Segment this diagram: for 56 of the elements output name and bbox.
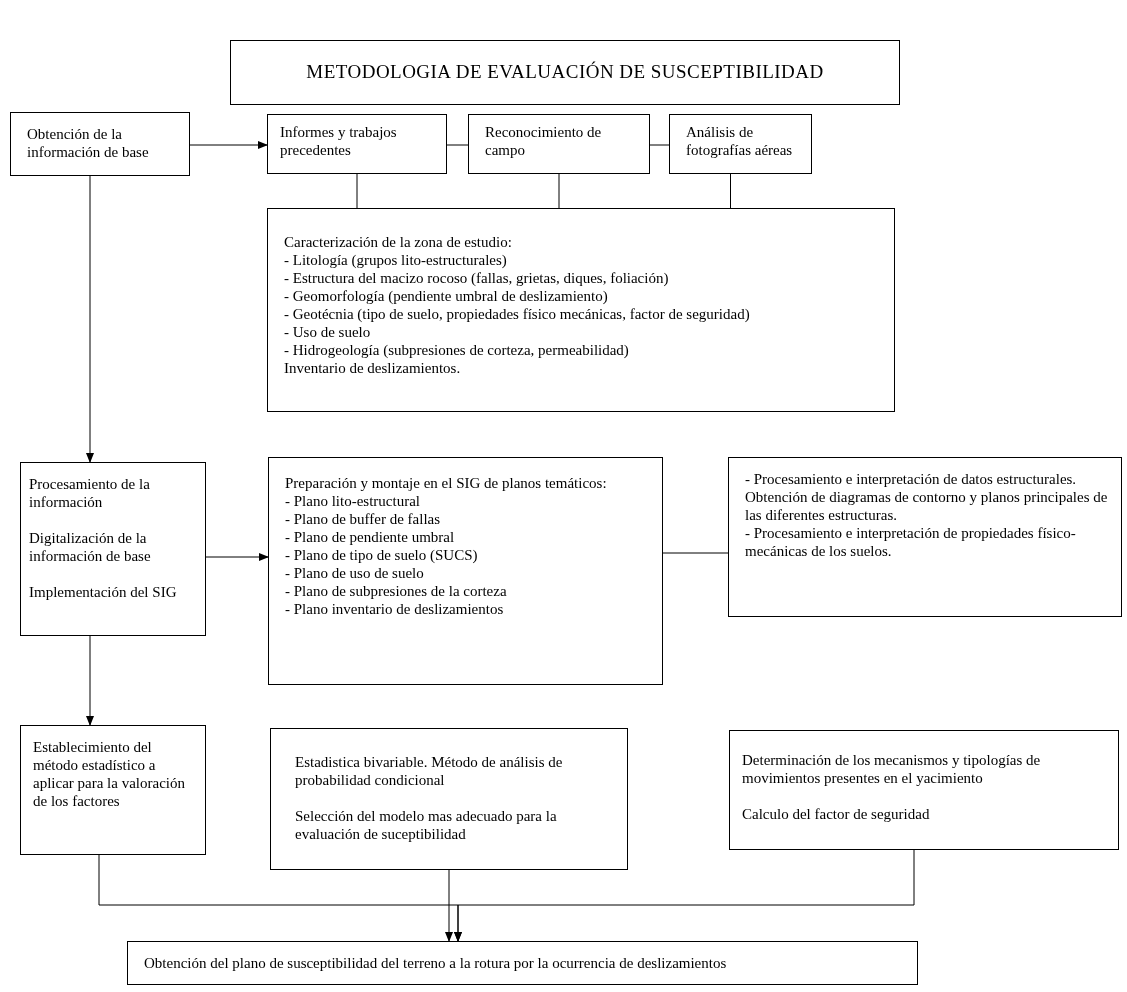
- process-box: [267, 114, 447, 174]
- box-text: - Litología (grupos lito-estructurales): [284, 251, 508, 269]
- box-text: - Plano de pendiente umbral: [285, 528, 456, 546]
- box-text: Informes y trabajos precedentes: [280, 123, 398, 159]
- connector-line: [730, 173, 731, 209]
- process-box: [669, 114, 812, 174]
- arrow: [445, 869, 453, 942]
- process-box: [268, 457, 663, 685]
- box-text: - Plano de uso de suelo: [285, 564, 425, 582]
- connector-line: [649, 144, 670, 146]
- process-box: [270, 728, 628, 870]
- connector-line: [446, 144, 469, 146]
- arrow: [205, 553, 269, 561]
- box-text: Calculo del factor de seguridad: [742, 805, 931, 823]
- box-text: - Geotécnia (tipo de suelo, propiedades físico mecánicas, factor de seguridad): [284, 305, 751, 323]
- box-text: - Uso de suelo: [284, 323, 372, 341]
- box-text: - Plano inventario de deslizamientos: [285, 600, 505, 618]
- process-box: [20, 725, 206, 855]
- process-box: [267, 208, 895, 412]
- arrow: [454, 849, 915, 942]
- box-text: Selección del modelo mas adecuado para la evaluación de suceptibilidad: [295, 807, 558, 843]
- connector-line: [662, 552, 729, 554]
- box-text: Estadistica bivariable. Método de análisis de probabilidad condicional: [295, 753, 564, 789]
- box-text: Inventario de deslizamientos.: [284, 359, 462, 377]
- box-text: - Plano lito-estructural: [285, 492, 421, 510]
- box-text: - Estructura del macizo rocoso (fallas, grietas, diques, foliación): [284, 269, 670, 287]
- box-text: - Plano de buffer de fallas: [285, 510, 442, 528]
- process-box: [729, 730, 1119, 850]
- box-text: Implementación del SIG: [29, 583, 178, 601]
- box-text: Preparación y montaje en el SIG de planos temáticos:: [285, 474, 608, 492]
- box-text: Procesamiento de la información: [29, 475, 151, 511]
- process-box: [127, 941, 918, 985]
- process-box: [10, 112, 190, 176]
- box-text: - Plano de subpresiones de la corteza: [285, 582, 508, 600]
- box-text: Caracterización de la zona de estudio:: [284, 233, 513, 251]
- process-box: [20, 462, 206, 636]
- arrow: [86, 175, 94, 463]
- box-text: - Procesamiento e interpretación de propiedades físico-mecánicas de los suelos.: [745, 524, 1077, 560]
- box-text: Determinación de los mecanismos y tipologías de movimientos presentes en el yacimiento: [742, 751, 1042, 787]
- box-text: Análisis de fotografías aéreas: [686, 123, 794, 159]
- arrow: [189, 141, 268, 149]
- box-text: - Procesamiento e interpretación de datos estructurales. Obtención de diagramas de contorno y planos principales de las diferentes estructuras.: [745, 470, 1109, 524]
- box-text: - Hidrogeología (subpresiones de corteza, permeabilidad): [284, 341, 630, 359]
- box-text: - Plano de tipo de suelo (SUCS): [285, 546, 479, 564]
- connector-line: [558, 173, 560, 209]
- box-text: - Geomorfología (pendiente umbral de deslizamiento): [284, 287, 609, 305]
- box-text: Establecimiento del método estadístico a aplicar para la valoración de los factores: [33, 738, 186, 810]
- box-text: Reconocimiento de campo: [485, 123, 603, 159]
- process-box: [468, 114, 650, 174]
- box-text: Obtención de la información de base: [27, 125, 150, 161]
- box-text: Digitalización de la información de base: [29, 529, 152, 565]
- title-box: METODOLOGIA DE EVALUACIÓN DE SUSCEPTIBILIDAD: [230, 40, 900, 105]
- arrow: [86, 635, 94, 726]
- process-box: [728, 457, 1122, 617]
- box-text: Obtención del plano de susceptibilidad del terreno a la rotura por la ocurrencia de deslizamientos: [144, 954, 728, 972]
- connector-line: [356, 173, 358, 209]
